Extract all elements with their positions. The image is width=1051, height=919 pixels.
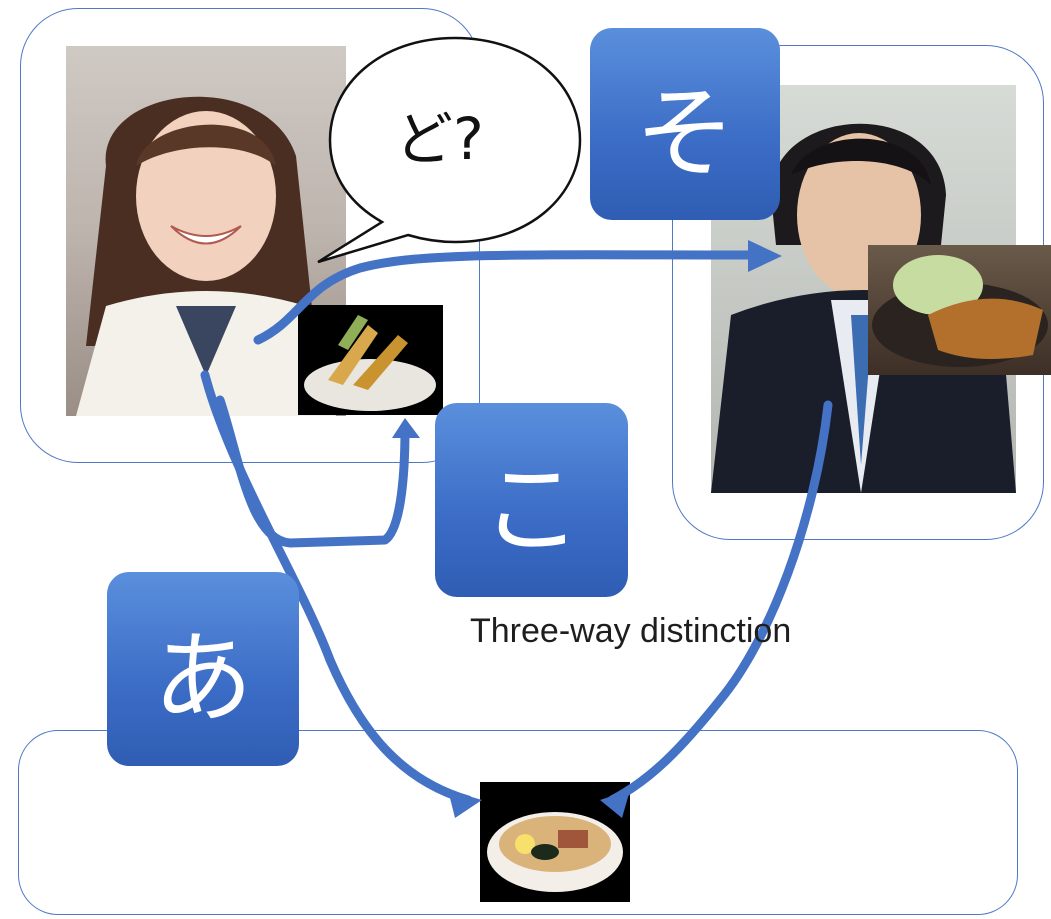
arrow-to-listener	[253, 250, 765, 345]
arrowhead-ramen-right	[600, 790, 630, 818]
tempura-illustration	[304, 315, 436, 411]
kana-ko-box: こ	[435, 403, 628, 597]
tonkatsu-illustration	[872, 255, 1048, 367]
arrow-speaker-to-ramen	[200, 370, 473, 805]
kana-so-box: そ	[590, 28, 780, 220]
arrowhead-tempura	[392, 418, 420, 438]
ramen-illustration	[487, 812, 623, 892]
speech-bubble-text: ど?	[395, 105, 484, 173]
ramen-photo	[480, 782, 630, 902]
caption: Three-way distinction	[470, 612, 792, 650]
arrowhead-listener	[748, 240, 782, 272]
speaker-illustration	[76, 96, 336, 416]
arrow-to-tempura	[215, 395, 410, 548]
tempura-photo	[298, 305, 443, 415]
speaker-photo	[66, 46, 346, 416]
tonkatsu-photo	[868, 245, 1051, 375]
arrowhead-ramen-left	[448, 790, 482, 818]
kana-a-box: あ	[107, 572, 299, 766]
arrow-listener-to-ramen	[607, 400, 833, 805]
